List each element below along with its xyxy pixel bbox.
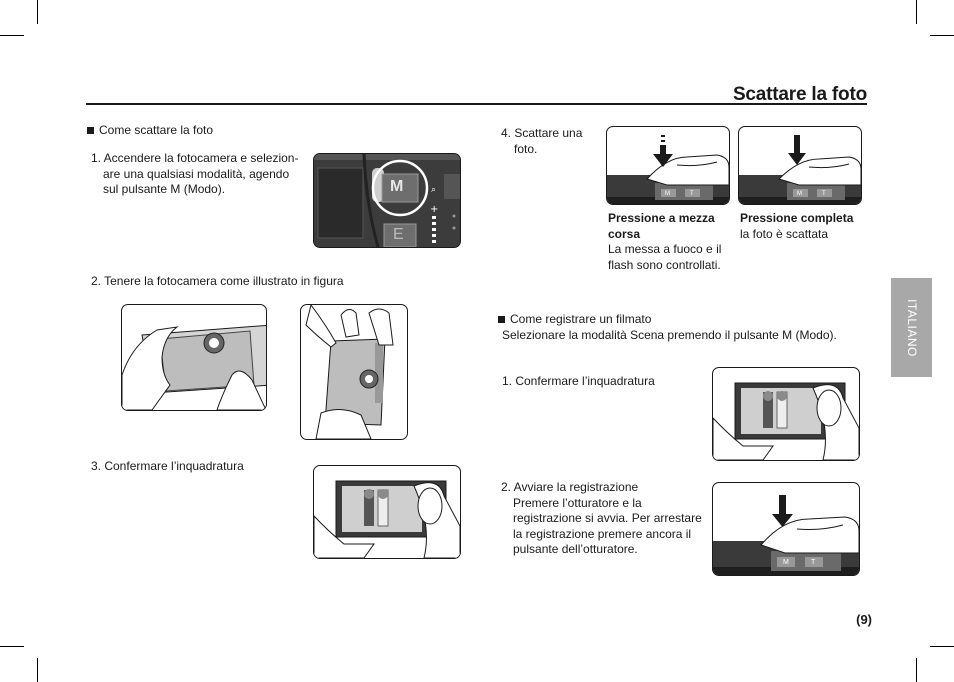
step2-text: 2. Tenere la fotocamera come illustrato … <box>91 274 344 288</box>
framing-illustration <box>313 465 461 559</box>
crop-mark <box>37 0 38 24</box>
step1-line: are una qualsiasi modalità, agendo <box>103 166 290 181</box>
movie-framing-illustration <box>712 367 860 461</box>
section-heading-photo: Come scattare la foto <box>87 123 213 139</box>
half-press-heading: Pressione a mezza <box>608 211 715 225</box>
crop-mark <box>916 0 917 24</box>
half-press-body: flash sono controllati. <box>608 257 721 272</box>
full-press-illustration: M T <box>738 126 862 205</box>
step1-line: sul pulsante M (Modo). <box>103 182 226 196</box>
button-t-label: T <box>690 191 694 197</box>
step4-line: foto. <box>514 141 538 156</box>
section-heading-movie: Come registrare un filmato <box>498 312 651 328</box>
hold-camera-portrait-illustration <box>300 304 408 440</box>
step4-text: 4. Scattare una foto. <box>501 126 582 157</box>
step3-text: 3. Confermare l’inquadratura <box>91 459 244 473</box>
button-t-label: T <box>811 559 816 566</box>
full-press-body: la foto è scattata <box>740 226 829 241</box>
button-m-label: M <box>665 191 670 197</box>
crop-mark <box>930 35 954 36</box>
movie-step1-text: 1. Confermare l’inquadratura <box>502 374 655 388</box>
movie-record-press-illustration: M T <box>712 482 860 576</box>
mode-button-e: E <box>393 226 404 243</box>
mode-dial-illustration: ⌕ + M E <box>313 153 461 248</box>
language-tab-label: ITALIANO <box>904 298 919 357</box>
movie-step2-line: 2. Avviare la registrazione <box>501 480 639 494</box>
step1-line: 1. Accendere la fotocamera e selezion- <box>91 151 299 165</box>
movie-step2-text: 2. Avviare la registrazione Premere l’ot… <box>501 480 702 558</box>
page-title: Scattare la foto <box>732 84 867 105</box>
button-m-label: M <box>797 191 802 197</box>
movie-step2-line: Premere l’otturatore e la <box>513 495 642 510</box>
step4-line: 4. Scattare una <box>501 126 583 140</box>
crop-mark <box>0 646 24 647</box>
crop-mark <box>916 658 917 682</box>
button-m-label: M <box>783 559 789 566</box>
crop-mark <box>37 658 38 682</box>
full-press-heading: Pressione completa <box>740 211 854 225</box>
language-tab: ITALIANO <box>891 278 932 377</box>
half-press-body: La messa a fuoco e il <box>608 242 722 256</box>
step1-text: 1. Accendere la fotocamera e selezion- a… <box>91 151 298 198</box>
svg-text:⌕: ⌕ <box>431 185 436 195</box>
page-number: (9) <box>856 612 872 627</box>
button-t-label: T <box>822 191 826 197</box>
movie-step2-line: registrazione si avvia. Per arrestare <box>513 511 702 525</box>
half-press-heading: corsa <box>608 226 641 241</box>
hold-camera-landscape-illustration <box>121 304 267 411</box>
full-press-caption: Pressione completa la foto è scattata <box>740 211 866 242</box>
movie-intro: Selezionare la modalità Scena premendo i… <box>502 328 837 342</box>
header-rule <box>86 103 867 105</box>
crop-mark <box>930 646 954 647</box>
crop-mark <box>0 35 24 36</box>
half-press-illustration: M T <box>606 126 730 205</box>
movie-step2-line: pulsante dell’otturatore. <box>513 542 638 556</box>
half-press-caption: Pressione a mezza corsa La messa a fuoco… <box>608 211 734 273</box>
movie-step2-line: la registrazione premere ancora il <box>513 526 692 541</box>
mode-button-m: M <box>390 178 404 195</box>
svg-text:+: + <box>430 204 438 215</box>
